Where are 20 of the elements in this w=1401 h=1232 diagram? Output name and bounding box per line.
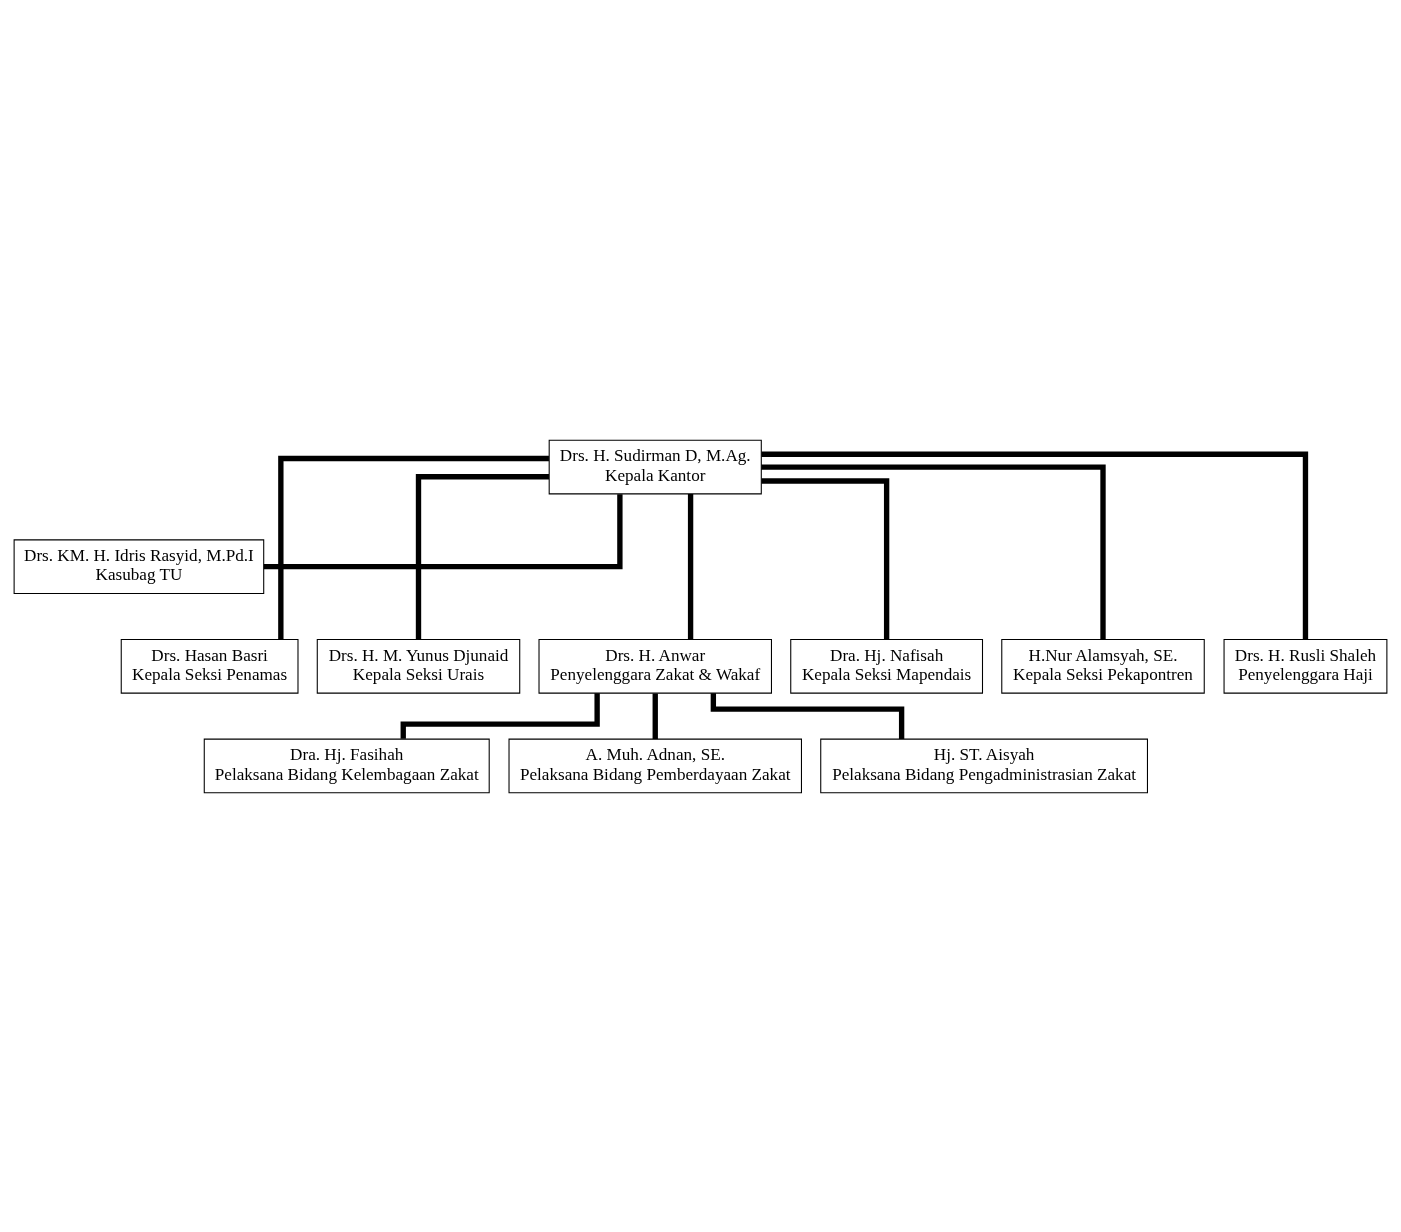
node-box: Drs. Hasan Basri Kepala Seksi Penamas xyxy=(120,638,299,694)
node-box: Drs. H. Sudirman D, M.Ag. Kepala Kantor xyxy=(548,439,762,494)
node-box: Hj. ST. Aisyah Pelaksana Bidang Pengadministrasian Zakat xyxy=(820,738,1148,793)
node-box: Dra. Hj. Fasihah Pelaksana Bidang Kelembagaan Zakat xyxy=(203,738,490,793)
node-box: H.Nur Alamsyah, SE. Kepala Seksi Pekapontren xyxy=(1001,638,1205,694)
connector xyxy=(761,463,1106,639)
connector xyxy=(652,693,658,739)
connector xyxy=(761,477,890,639)
connector xyxy=(278,455,549,639)
connector xyxy=(687,493,694,639)
connector xyxy=(415,473,549,639)
node-box: Drs. H. Rusli Shaleh Penyelenggara Haji xyxy=(1223,638,1388,694)
connector xyxy=(263,493,623,569)
node-box: Drs. H. M. Yunus Djunaid Kepala Seksi Urais xyxy=(316,638,521,694)
connector xyxy=(761,451,1309,639)
node-box: Drs. KM. H. Idris Rasyid, M.Pd.I Kasubag TU xyxy=(13,538,265,594)
node-box: A. Muh. Adnan, SE. Pelaksana Bidang Pemberdayaan Zakat xyxy=(508,738,802,793)
node-box: Drs. H. Anwar Penyelenggara Zakat & Wakaf xyxy=(538,638,772,694)
node-box: Dra. Hj. Nafisah Kepala Seksi Mapendais xyxy=(790,638,984,694)
connector xyxy=(400,692,600,739)
